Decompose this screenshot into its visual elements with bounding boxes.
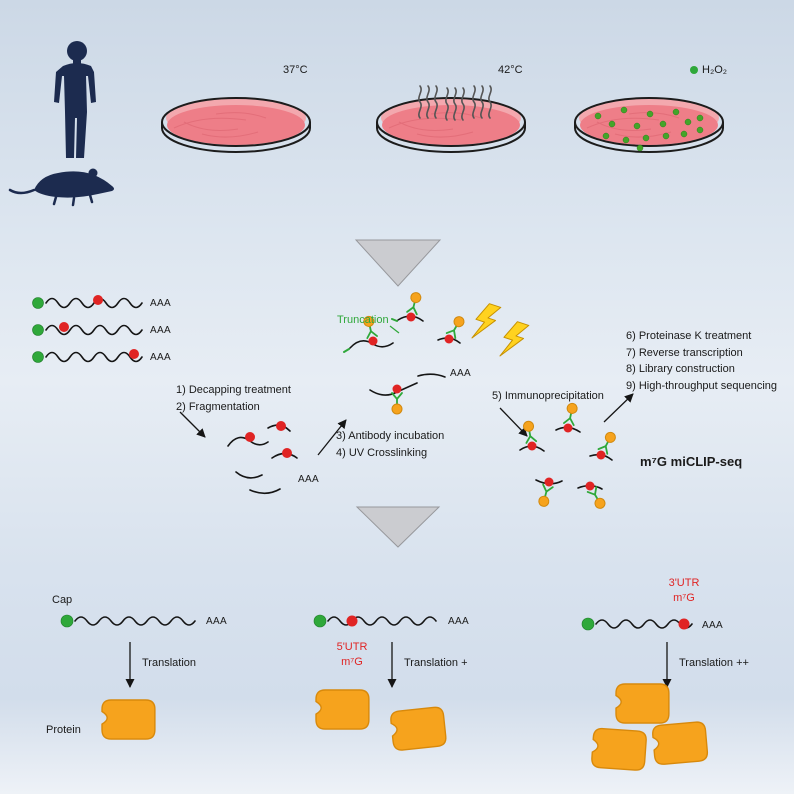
cap-label: Cap (52, 594, 73, 606)
h2o2-dots (594, 106, 704, 152)
protein-single (101, 699, 156, 740)
arrow-fragmentation (179, 411, 206, 438)
translation-plus-label: Translation + (404, 657, 468, 669)
mouse-silhouette (8, 168, 114, 207)
lightning-bolt-icons (469, 300, 530, 363)
steps-1-2-label: 1) Decapping treatment 2) Fragmentation (176, 384, 291, 413)
utr3-m7g-label: 3'UTR m⁷G (668, 577, 700, 604)
aaa-tail-label: AAA (298, 474, 319, 485)
method-title: m⁷G miCLIP-seq (640, 454, 743, 469)
ip-cluster (519, 401, 619, 512)
utr5-m7g-label: 5'UTR m⁷G (336, 641, 368, 668)
petri-dish-42 (376, 97, 526, 153)
antibody-cluster (343, 290, 467, 415)
dish3-h2o2-label: H₂O₂ (690, 62, 727, 79)
truncation-label: Truncation (337, 314, 389, 326)
translation-label: Translation (142, 657, 197, 669)
human-silhouette (54, 41, 96, 158)
steps-3-4-label: 3) Antibody incubation 4) UV Crosslinkin… (336, 430, 445, 459)
aaa-tail-label: AAA (450, 368, 471, 379)
petri-dish-h2o2 (574, 97, 724, 153)
arrow-sequencing (603, 393, 634, 423)
petri-dish-37 (161, 97, 311, 153)
aaa-tail-label: AAA (206, 616, 227, 627)
aaa-tail-label: AAA (150, 325, 171, 336)
aaa-tail-label: AAA (702, 620, 723, 631)
flow-triangle-top (354, 239, 442, 287)
capped-mrna-group (32, 295, 143, 363)
arrow-antibody (317, 419, 347, 456)
dish1-temp-label: 37°C (283, 64, 308, 76)
protein-double (315, 689, 448, 752)
mrna-5utr-row (313, 614, 437, 628)
aaa-tail-label: AAA (150, 298, 171, 309)
mrna-cap-row (60, 614, 196, 628)
aaa-tail-label: AAA (150, 352, 171, 363)
h2o2-dot-icon (690, 66, 698, 75)
arrow-immunoprecipitation (499, 407, 528, 437)
aaa-tail-label: AAA (448, 616, 469, 627)
step-5-label: 5) Immunoprecipitation (492, 390, 604, 402)
protein-triple (590, 683, 709, 772)
flow-triangle-bottom (355, 506, 441, 548)
translation-plusplus-label: Translation ++ (679, 657, 749, 669)
protein-label: Protein (46, 724, 81, 736)
h2o2-text: H₂O₂ (702, 64, 728, 76)
steps-6-9-label: 6) Proteinase K treatment 7) Reverse tra… (626, 330, 778, 392)
fragment-cluster (227, 421, 298, 495)
dish2-temp-label: 42°C (498, 64, 523, 76)
mrna-3utr-row (581, 617, 693, 631)
